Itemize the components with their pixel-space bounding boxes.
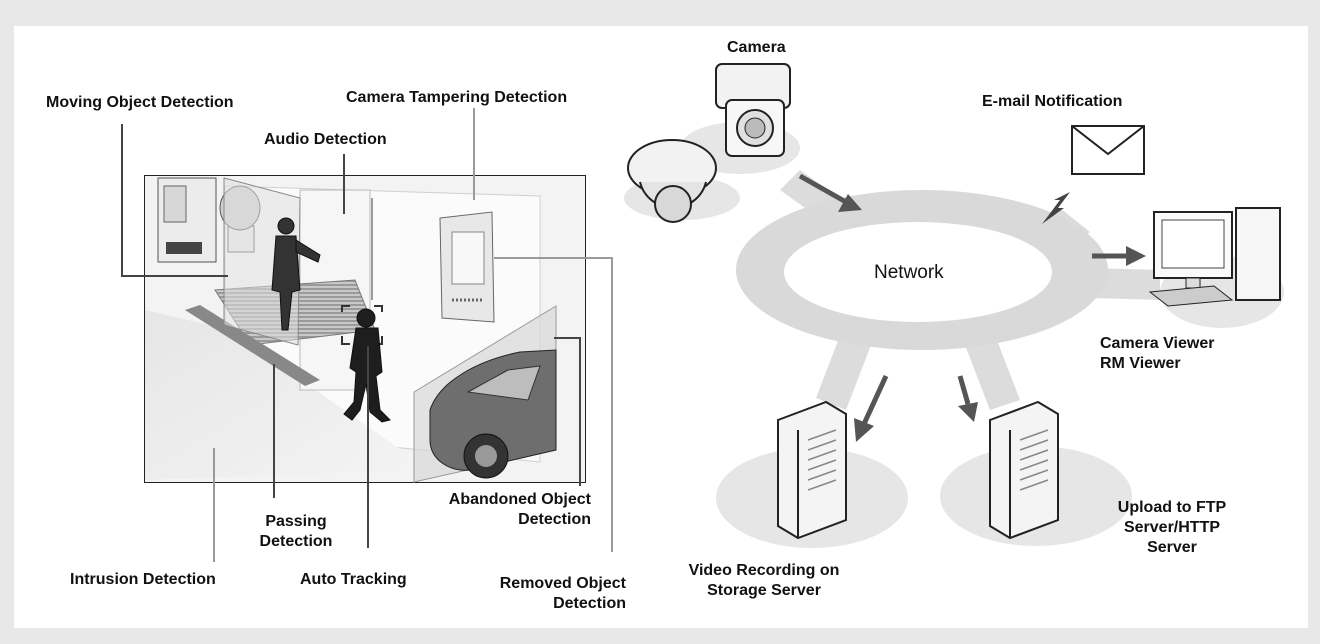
flow-arrows [798,173,1146,442]
label-camera-tampering: Camera Tampering Detection [346,89,567,106]
label-viewer: Camera Viewer [1100,335,1214,352]
label-recording-2: Storage Server [707,582,821,599]
label-viewer-2: RM Viewer [1100,355,1181,372]
person-in-doorway [271,217,321,331]
scene-illustration [144,175,586,483]
vending-machine [157,177,217,263]
computer-icon [1148,207,1281,307]
label-passing: Passing [265,513,326,530]
server-icon [989,400,1059,540]
lightning-icon [1042,192,1070,224]
ptz-camera-icon [715,63,791,157]
label-auto-tracking: Auto Tracking [300,571,407,588]
label-leaders [121,108,613,562]
envelope-icon [1071,125,1145,175]
label-upload-2: Server/HTTP [1124,519,1220,536]
detection-labels: Moving Object Detection Camera Tampering… [46,89,627,612]
server-icon [777,400,847,540]
network-label: Network [874,262,944,283]
label-recording: Video Recording on [689,562,840,579]
label-upload: Upload to FTP [1118,499,1227,516]
label-removed-object-2: Detection [553,595,626,612]
car [413,305,557,483]
label-audio: Audio Detection [264,131,387,148]
wall-poster [439,211,495,323]
label-passing-2: Detection [260,533,333,550]
label-abandoned-object-2: Detection [518,511,591,528]
label-upload-3: Server [1147,539,1197,556]
label-moving-object: Moving Object Detection [46,94,234,111]
network-diagram: Network [624,39,1284,599]
label-email: E-mail Notification [982,93,1122,110]
label-camera: Camera [727,39,786,56]
label-abandoned-object: Abandoned Object [449,491,592,508]
label-removed-object: Removed Object [500,575,627,592]
dome-camera-icon [627,139,717,223]
label-intrusion: Intrusion Detection [70,571,216,588]
